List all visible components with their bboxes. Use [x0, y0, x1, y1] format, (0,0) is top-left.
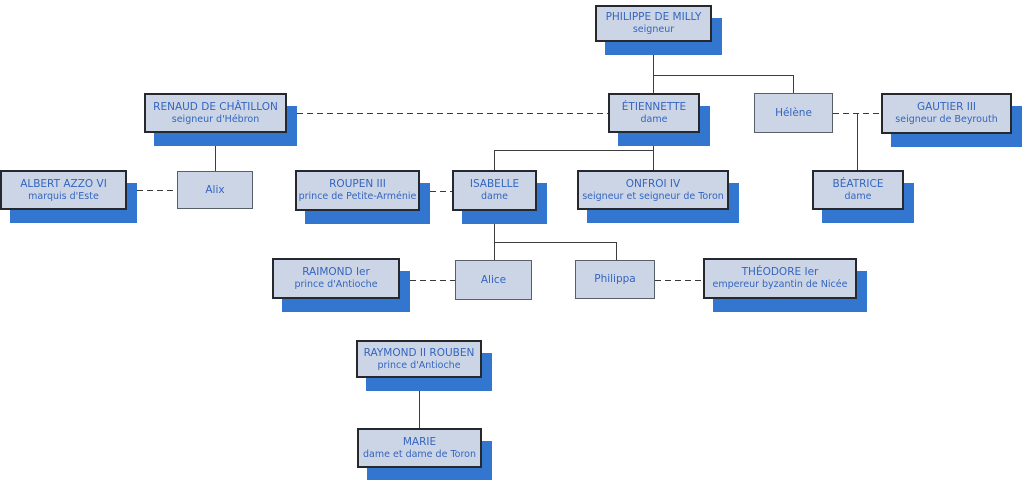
marriage-dashed-line [127, 190, 177, 191]
person-title: dame [481, 191, 508, 202]
person-name: RAIMOND Ier [302, 266, 370, 278]
descent-line [653, 150, 654, 170]
person-title: marquis d'Este [28, 190, 99, 202]
person-name: ROUPEN III [329, 178, 386, 190]
person-name: RAYMOND II ROUBEN [363, 346, 475, 359]
descent-line [653, 42, 654, 93]
descent-line [494, 242, 616, 243]
descent-line [494, 150, 653, 151]
person-name: THÉODORE Ier [741, 266, 819, 278]
descent-line [494, 150, 495, 170]
person-title: empereur byzantin de Nicée [712, 279, 848, 290]
node-philippa[interactable]: Philippa [575, 260, 655, 299]
person-title: prince de Petite-Arménie [298, 191, 417, 202]
descent-line [494, 211, 495, 242]
descent-line [793, 75, 794, 93]
person-name: Philippa [594, 273, 636, 285]
node-alix[interactable]: Alix [177, 171, 253, 209]
person-name: MARIE [402, 435, 437, 448]
person-title: prince d'Antioche [377, 359, 461, 371]
person-name: Hélène [775, 106, 812, 119]
node-helene[interactable]: Hélène [754, 93, 833, 133]
person-title: seigneur de Beyrouth [895, 114, 998, 125]
person-title: dame [844, 190, 872, 202]
person-title: dame et dame de Toron [363, 448, 476, 460]
person-title: seigneur et seigneur de Toron [582, 190, 724, 202]
person-name: Alice [480, 273, 507, 286]
descent-line [616, 242, 617, 260]
person-title: dame [640, 113, 668, 125]
descent-line [419, 378, 420, 428]
descent-line [494, 242, 495, 260]
marriage-dashed-line [655, 280, 703, 281]
person-title: seigneur d'Hébron [171, 113, 260, 125]
person-name: Alix [205, 183, 225, 196]
marriage-dashed-line [420, 191, 452, 192]
descent-line [653, 133, 654, 150]
person-name: ISABELLE [469, 178, 520, 190]
person-name: GAUTIER III [916, 101, 977, 113]
person-title: prince d'Antioche [294, 279, 378, 290]
person-name: ALBERT AZZO VI [20, 177, 107, 190]
person-title: seigneur [632, 24, 675, 35]
person-name: ÉTIENNETTE [621, 100, 687, 113]
node-alice[interactable]: Alice [455, 260, 532, 300]
person-name: PHILIPPE DE MILLY [605, 11, 702, 23]
person-name: ONFROI IV [625, 177, 681, 190]
descent-line [857, 113, 858, 170]
descent-line [653, 75, 793, 76]
marriage-dashed-line [833, 113, 881, 114]
marriage-dashed-line [400, 280, 455, 281]
person-name: BÉATRICE [832, 177, 884, 190]
person-name: RENAUD DE CHÂTILLON [153, 100, 278, 113]
descent-line [215, 133, 216, 171]
marriage-dashed-line [287, 113, 608, 114]
